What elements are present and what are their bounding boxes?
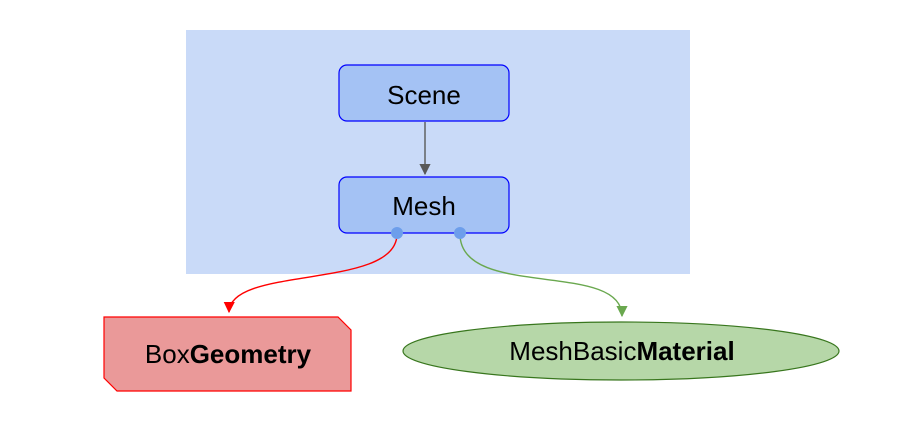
mesh-node[interactable]: Mesh bbox=[338, 176, 510, 234]
geometry-node-box[interactable] bbox=[103, 316, 352, 392]
material-label-prefix: MeshBasic bbox=[509, 336, 636, 366]
geometry-node[interactable]: BoxGeometry bbox=[103, 316, 352, 392]
material-label-bold: Material bbox=[636, 336, 734, 366]
scene-node[interactable]: Scene bbox=[338, 64, 510, 122]
mesh-to-material-link bbox=[459, 233, 628, 318]
material-node[interactable]: MeshBasicMaterial bbox=[402, 321, 840, 381]
mesh-material-connector-dot[interactable] bbox=[454, 227, 466, 239]
mesh-node-label: Mesh bbox=[392, 191, 456, 221]
mesh-node-box[interactable] bbox=[338, 176, 510, 234]
mesh-geometry-connector-dot[interactable] bbox=[391, 227, 403, 239]
geometry-node-label: BoxGeometry bbox=[145, 339, 312, 369]
material-node-label: MeshBasicMaterial bbox=[509, 336, 734, 366]
material-node-ellipse[interactable] bbox=[402, 321, 840, 381]
scene-node-box[interactable] bbox=[338, 64, 510, 122]
geometry-label-bold: Geometry bbox=[190, 339, 312, 369]
geometry-label-prefix: Box bbox=[145, 339, 190, 369]
scene-node-label: Scene bbox=[387, 80, 461, 110]
mesh-to-geometry-link bbox=[223, 233, 398, 314]
